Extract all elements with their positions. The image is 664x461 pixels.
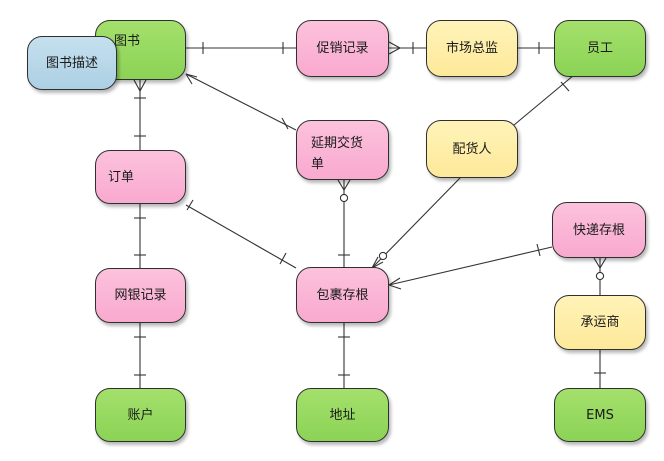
entity-package-stub[interactable]: 包裹存根 xyxy=(296,267,389,323)
entity-book-description-label: 图书描述 xyxy=(45,55,98,71)
entity-account[interactable]: 账户 xyxy=(95,388,186,442)
edge-order-netbank xyxy=(134,204,146,268)
entity-courier-stub-label: 快递存根 xyxy=(572,222,625,238)
entity-order-label: 订单 xyxy=(108,169,135,185)
entity-netbank-record[interactable]: 网银记录 xyxy=(95,268,186,323)
entity-courier-stub[interactable]: 快递存根 xyxy=(552,202,646,258)
entity-employee-label: 员工 xyxy=(586,41,613,56)
entity-carrier-label: 承运商 xyxy=(580,315,620,330)
edge-promo-director xyxy=(388,41,426,55)
entity-carrier[interactable]: 承运商 xyxy=(554,295,646,350)
entity-netbank-record-label: 网银记录 xyxy=(114,288,167,303)
entity-book-label: 图书 xyxy=(114,34,141,49)
edge-order-package xyxy=(185,199,297,269)
entity-ems[interactable]: EMS xyxy=(554,388,646,442)
entity-promo-record[interactable]: 促销记录 xyxy=(296,20,389,77)
edge-courier-package xyxy=(388,243,553,290)
edge-director-employee xyxy=(518,42,554,54)
entity-book-description[interactable]: 图书描述 xyxy=(27,36,117,90)
edge-courier-carrier xyxy=(593,257,607,295)
entity-employee[interactable]: 员工 xyxy=(554,20,646,77)
entity-distributor[interactable]: 配货人 xyxy=(426,120,518,178)
entity-order[interactable]: 订单 xyxy=(95,150,186,204)
edge-book-promo xyxy=(186,42,296,54)
entity-marketing-director[interactable]: 市场总监 xyxy=(426,20,518,77)
edge-book-backorder xyxy=(185,73,297,131)
edge-book-order xyxy=(133,79,147,150)
edge-backorder-package xyxy=(337,179,351,267)
entity-address-label: 地址 xyxy=(329,407,356,423)
entity-backorder[interactable]: 延期交货单 xyxy=(296,120,389,180)
edge-carrier-ems xyxy=(594,350,606,388)
entity-package-stub-label: 包裹存根 xyxy=(316,287,369,303)
entity-distributor-label: 配货人 xyxy=(452,141,492,157)
edge-package-address xyxy=(338,323,350,388)
entity-ems-label: EMS xyxy=(586,407,614,423)
edge-employee-distributor xyxy=(513,74,575,126)
edge-netbank-account xyxy=(134,323,146,388)
entity-account-label: 账户 xyxy=(127,407,154,423)
entity-address[interactable]: 地址 xyxy=(296,388,389,442)
entity-promo-record-label: 促销记录 xyxy=(316,41,369,56)
entity-backorder-label: 延期交货单 xyxy=(311,136,364,172)
entity-marketing-director-label: 市场总监 xyxy=(445,41,498,56)
edge-distributor-package xyxy=(371,177,461,269)
